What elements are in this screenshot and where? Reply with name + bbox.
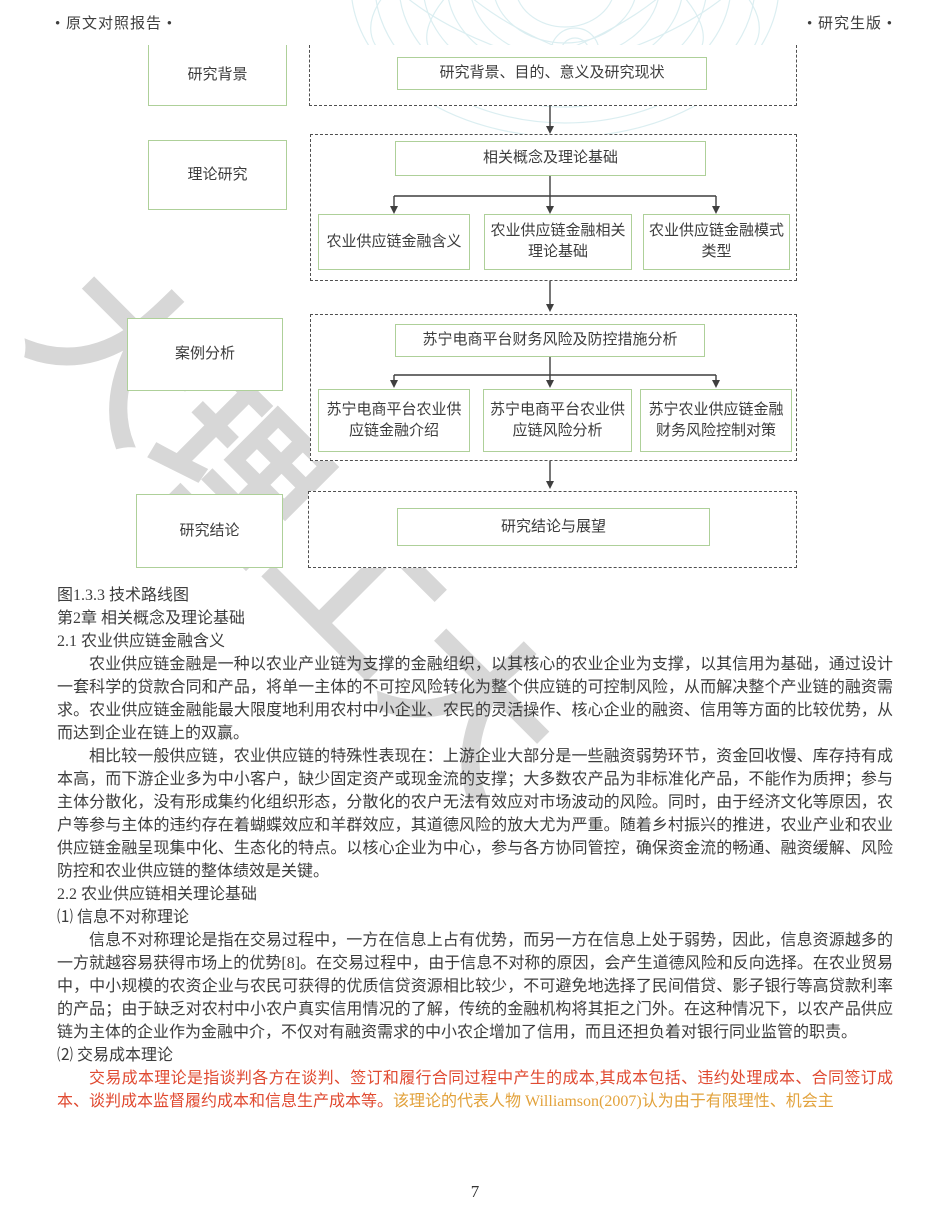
- paragraph-agri-scf-particularity: 相比较一般供应链，农业供应链的特殊性表现在：上游企业大部分是一些融资弱势环节，资…: [57, 748, 893, 880]
- flow-box-label: 相关概念及理论基础: [482, 150, 618, 166]
- stage-label: 研究背景: [187, 66, 248, 83]
- stage-label: 案例分析: [174, 346, 235, 362]
- chapter-heading: 第2章 相关概念及理论基础: [57, 610, 246, 627]
- stage-label: 研究结论: [179, 522, 240, 539]
- dashed-container-row4: [308, 491, 797, 568]
- flow-box-row3-child3: 苏宁农业供应链金融财务风险控制对策: [640, 389, 792, 452]
- flow-box-label: 苏宁农业供应链金融财务风险控制对策: [648, 401, 784, 439]
- stage-box-research-conclusion: 研究结论: [136, 494, 283, 568]
- section-2-1-heading: 2.1 农业供应链金融含义: [57, 633, 226, 650]
- item-1-heading: ⑴ 信息不对称理论: [57, 909, 190, 926]
- paragraph-transaction-cost: 交易成本理论是指谈判各方在谈判、签订和履行合同过程中产生的成本,其成本包括、违约…: [57, 1067, 893, 1113]
- flow-box-row2-child3: 农业供应链金融模式类型: [643, 214, 790, 270]
- header-right-label: • 研究生版 •: [806, 16, 893, 32]
- stage-box-research-background: 研究背景: [148, 45, 287, 106]
- flow-box-row3-child1: 苏宁电商平台农业供应链金融介绍: [318, 389, 470, 452]
- flow-box-row1-main: 研究背景、目的、意义及研究现状: [397, 57, 707, 90]
- flow-box-row3-main: 苏宁电商平台财务风险及防控措施分析: [395, 324, 705, 357]
- page-number: 7: [470, 1182, 480, 1201]
- stage-box-theory-research: 理论研究: [148, 140, 287, 210]
- item-2-heading: ⑵ 交易成本理论: [57, 1047, 174, 1064]
- flow-box-label: 苏宁电商平台农业供应链金融介绍: [326, 401, 462, 439]
- flow-box-row3-child2: 苏宁电商平台农业供应链风险分析: [483, 389, 632, 452]
- flow-box-label: 农业供应链金融模式类型: [648, 223, 784, 260]
- flow-box-label: 农业供应链金融含义: [326, 233, 462, 250]
- section-2-2-heading: 2.2 农业供应链相关理论基础: [57, 886, 258, 903]
- paragraph-agri-scf-definition: 农业供应链金融是一种以农业产业链为支撑的金融组织，以其核心的农业企业为支撑，以其…: [57, 656, 893, 742]
- flow-box-row2-child1: 农业供应链金融含义: [318, 214, 470, 270]
- flow-box-label: 农业供应链金融相关理论基础: [490, 223, 626, 260]
- figure-caption: 图1.3.3 技术路线图: [57, 587, 190, 604]
- stage-box-case-analysis: 案例分析: [127, 318, 283, 391]
- header-left-label: • 原文对照报告 •: [55, 16, 174, 32]
- flow-box-row2-child2: 农业供应链金融相关理论基础: [484, 214, 632, 270]
- paragraph-information-asymmetry: 信息不对称理论是指在交易过程中，一方在信息上占有优势，而另一方在信息上处于弱势，…: [57, 932, 893, 1041]
- flow-box-label: 苏宁电商平台财务风险及防控措施分析: [422, 332, 678, 348]
- flow-box-row2-main: 相关概念及理论基础: [395, 141, 706, 176]
- highlighted-text-red: 交易成本理论是指谈判各方在谈判、签订和履行合同过程中产生的成本,其成本包括、违约…: [57, 1070, 893, 1110]
- stage-label: 理论研究: [187, 166, 248, 183]
- flow-box-row4-main: 研究结论与展望: [397, 508, 710, 546]
- highlighted-text-orange: 该理论的代表人物 Williamson(2007)认为由于有限理性、机会主: [393, 1093, 834, 1110]
- flow-box-label: 研究结论与展望: [500, 518, 606, 535]
- flow-box-label: 苏宁电商平台农业供应链风险分析: [489, 401, 625, 439]
- body-text: 图1.3.3 技术路线图 第2章 相关概念及理论基础 2.1 农业供应链金融含义…: [57, 584, 893, 1113]
- flow-box-label: 研究背景、目的、意义及研究现状: [439, 65, 665, 81]
